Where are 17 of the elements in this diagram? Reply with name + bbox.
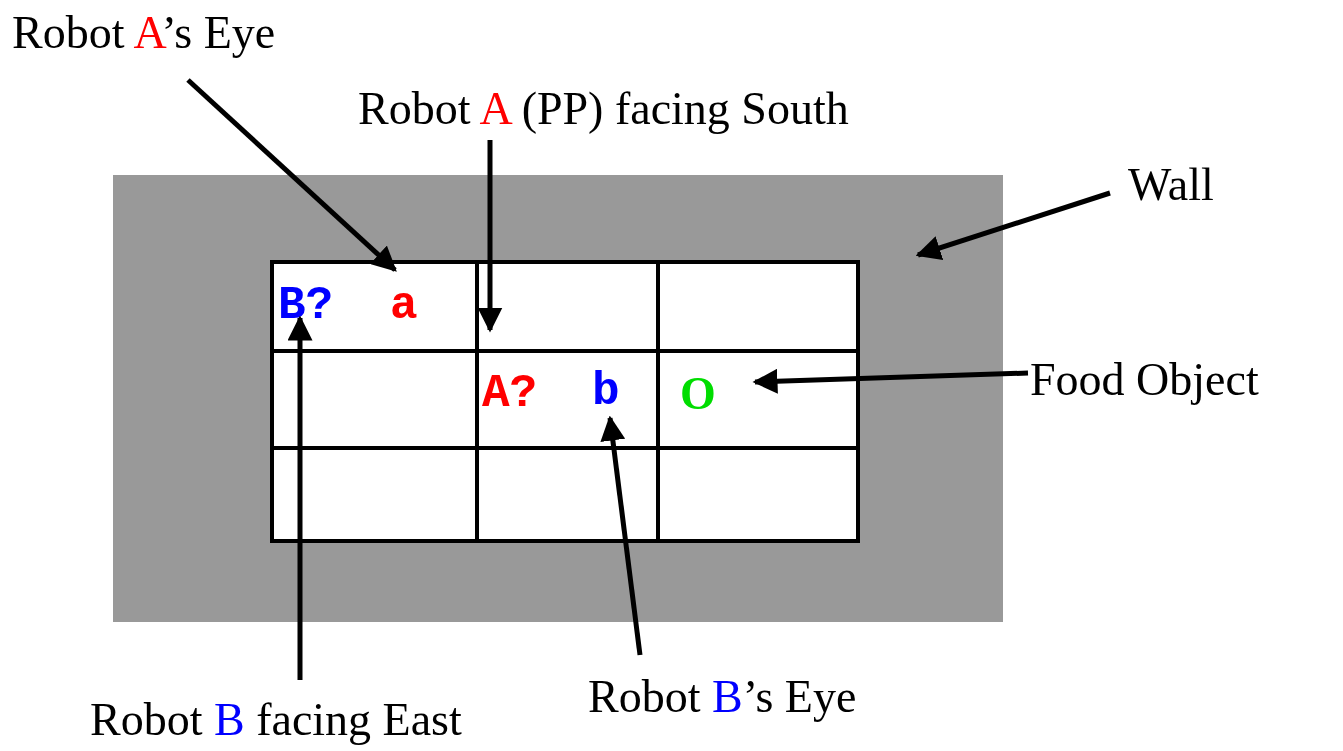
callout-label: Robot B’s Eye	[588, 672, 857, 722]
callout-label: Robot B facing East	[90, 695, 462, 745]
robot-marker: B?	[278, 284, 334, 328]
callout-label: Robot A’s Eye	[12, 8, 276, 58]
callout-label: Robot A (PP) facing South	[358, 84, 849, 134]
leader-line	[287, 315, 313, 680]
callout-label: Food Object	[1030, 355, 1259, 405]
leader-line	[915, 190, 1111, 260]
leader-line	[600, 415, 643, 656]
eye-marker: b	[592, 370, 620, 414]
leader-line	[752, 368, 1029, 394]
callout-label: Wall	[1128, 160, 1214, 210]
eye-marker: a	[390, 284, 418, 328]
wall-area	[113, 175, 1003, 622]
leader-line	[186, 78, 397, 272]
food-marker: O	[680, 372, 716, 416]
robot-marker: A?	[482, 372, 538, 416]
